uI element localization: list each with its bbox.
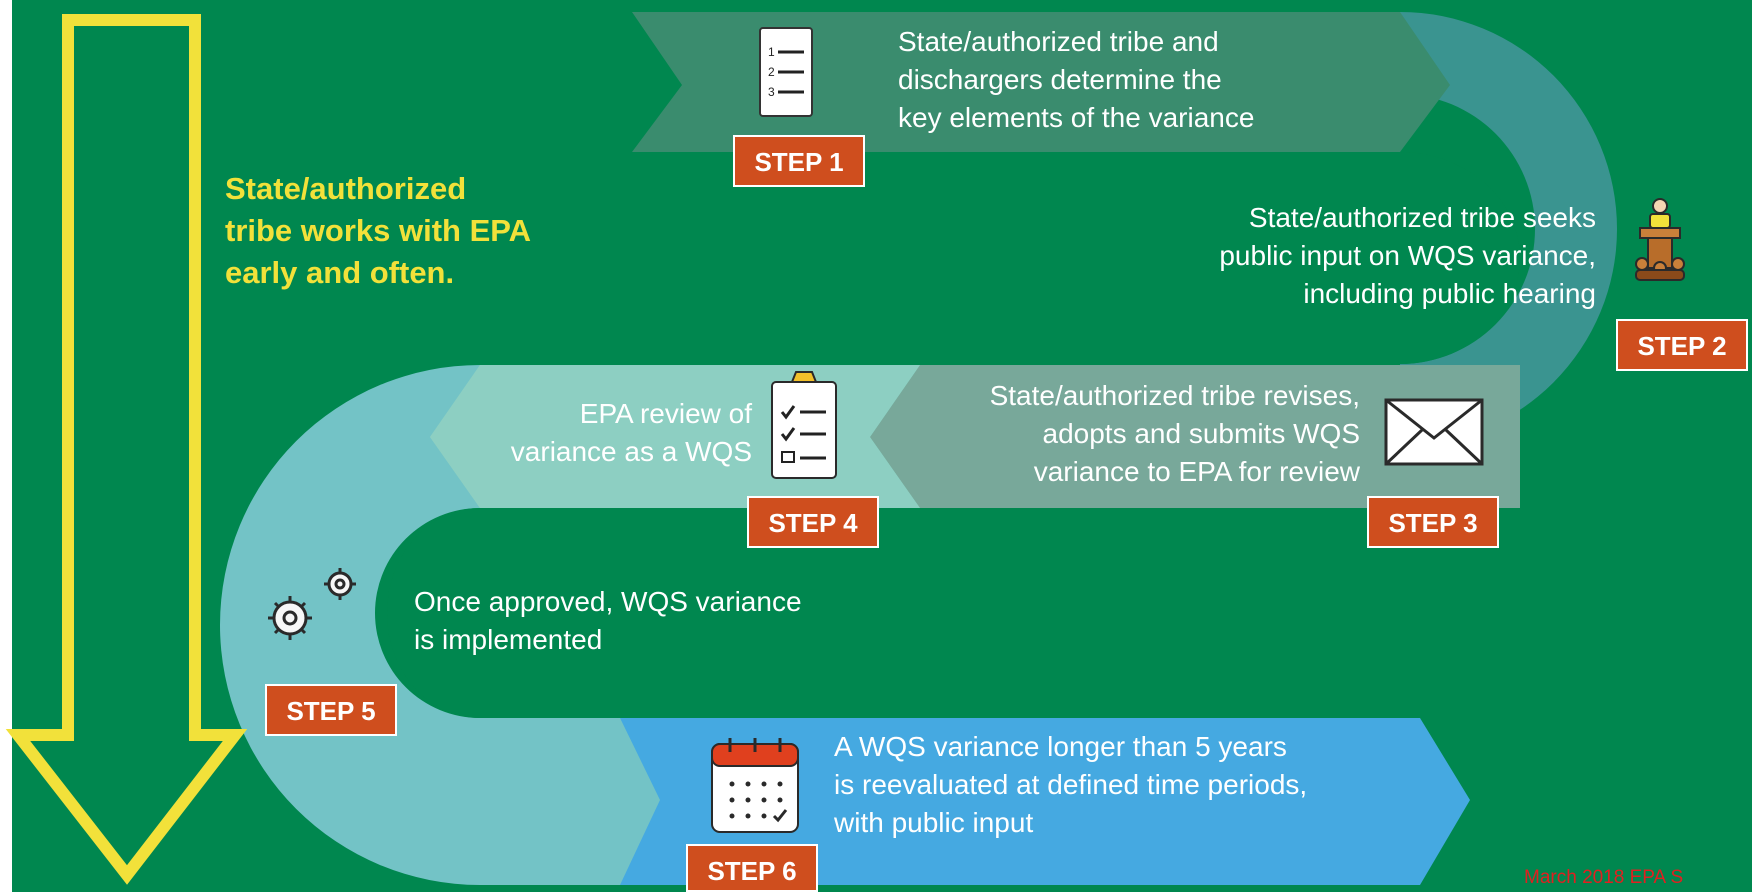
step2-curve-band bbox=[1400, 12, 1617, 446]
numbered-list-icon: 1 2 3 bbox=[759, 27, 813, 117]
step2-badge: STEP 2 bbox=[1616, 319, 1748, 371]
step2-line-2: public input on WQS variance, bbox=[1219, 240, 1596, 271]
side-note-line-3: early and often. bbox=[225, 255, 455, 290]
step3-text: State/authorized tribe revises, adopts a… bbox=[930, 377, 1360, 491]
step5-line-2: is implemented bbox=[414, 624, 603, 655]
calendar-icon bbox=[711, 738, 799, 833]
step5-text: Once approved, WQS variance is implement… bbox=[414, 583, 802, 659]
side-note-line-2: tribe works with EPA bbox=[225, 213, 532, 248]
step3-line-1: State/authorized tribe revises, bbox=[989, 380, 1360, 411]
step2-line-1: State/authorized tribe seeks bbox=[1248, 202, 1596, 233]
step5-line-1: Once approved, WQS variance bbox=[414, 586, 802, 617]
footer-note: March 2018 EPA S bbox=[1524, 867, 1684, 888]
step4-line-2: variance as a WQS bbox=[510, 436, 752, 467]
side-note: State/authorized tribe works with EPA ea… bbox=[225, 168, 531, 294]
step6-band-left bbox=[480, 718, 660, 885]
envelope-icon bbox=[1384, 398, 1484, 466]
svg-text:1: 1 bbox=[768, 45, 775, 59]
step1-badge: STEP 1 bbox=[733, 135, 865, 187]
step6-line-2: is reevaluated at defined time periods, bbox=[834, 769, 1308, 800]
step3-line-3: variance to EPA for review bbox=[1033, 456, 1360, 487]
step3-line-2: adopts and submits WQS bbox=[1042, 418, 1360, 449]
gears-icon bbox=[268, 568, 356, 640]
inner-green-upper bbox=[420, 152, 1520, 364]
step6-line-1: A WQS variance longer than 5 years bbox=[834, 731, 1287, 762]
checklist-clipboard-icon bbox=[771, 371, 837, 479]
step5-curve-band bbox=[220, 365, 480, 885]
step1-line-3: key elements of the variance bbox=[898, 102, 1255, 133]
step5-badge: STEP 5 bbox=[265, 684, 397, 736]
step4-line-1: EPA review of bbox=[579, 398, 752, 429]
side-note-line-1: State/authorized bbox=[225, 171, 467, 206]
inner-green-lower bbox=[387, 508, 1420, 718]
down-arrow-icon bbox=[5, 14, 248, 885]
step1-text: State/authorized tribe and dischargers d… bbox=[898, 23, 1254, 137]
step2-line-3: including public hearing bbox=[1303, 278, 1596, 309]
step6-text: A WQS variance longer than 5 years is re… bbox=[834, 728, 1307, 842]
step6-line-3: with public input bbox=[834, 807, 1034, 838]
step1-line-1: State/authorized tribe and bbox=[898, 26, 1219, 57]
step6-badge: STEP 6 bbox=[686, 844, 818, 892]
svg-text:3: 3 bbox=[768, 85, 775, 99]
step4-text: EPA review of variance as a WQS bbox=[480, 395, 752, 471]
step3-badge: STEP 3 bbox=[1367, 496, 1499, 548]
svg-text:2: 2 bbox=[768, 65, 775, 79]
step3-band-top bbox=[870, 365, 1520, 508]
step2-text: State/authorized tribe seeks public inpu… bbox=[1219, 199, 1596, 313]
public-hearing-icon bbox=[1635, 198, 1685, 281]
step1-line-2: dischargers determine the bbox=[898, 64, 1222, 95]
step1-band bbox=[632, 12, 1450, 152]
step4-badge: STEP 4 bbox=[747, 496, 879, 548]
